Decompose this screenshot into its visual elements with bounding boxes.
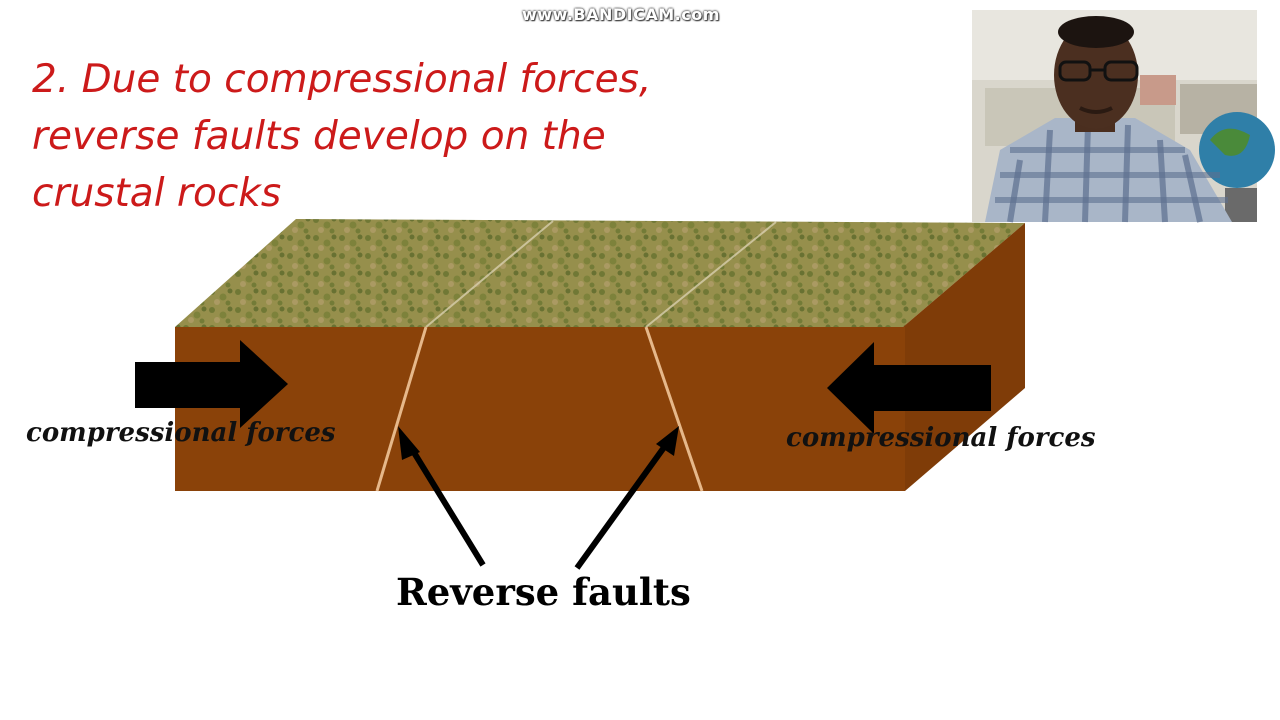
reverse-fault-line-left [375, 326, 428, 492]
slide-title-line-2: reverse faults develop on the [32, 114, 606, 159]
surface-fault-trace-left [425, 220, 554, 328]
block-top-surface [175, 219, 1025, 327]
block-side-face [903, 223, 1025, 491]
left-compression-arrow [135, 340, 288, 428]
slide-title-line-1: 2. Due to compressional forces, [32, 57, 652, 102]
reverse-faults-label: Reverse faults [396, 570, 691, 614]
pointer-arrow-left-shaft [407, 444, 486, 567]
presenter-webcam [972, 10, 1275, 223]
pointer-arrow-right-shaft [574, 444, 668, 570]
pointer-arrow-left-head [398, 426, 420, 460]
reverse-fault-line-right [644, 326, 704, 492]
pointer-arrow-right-head [656, 426, 679, 456]
slide-title-line-3: crustal rocks [32, 171, 282, 216]
bandicam-watermark: www.BANDICAM.com [522, 5, 720, 24]
left-force-label: compressional forces [26, 418, 336, 448]
surface-fault-trace-right [645, 221, 777, 328]
right-force-label: compressional forces [786, 423, 1096, 453]
right-compression-arrow [827, 342, 991, 434]
block-front-face [175, 327, 905, 491]
block-top-shade [175, 219, 1025, 327]
